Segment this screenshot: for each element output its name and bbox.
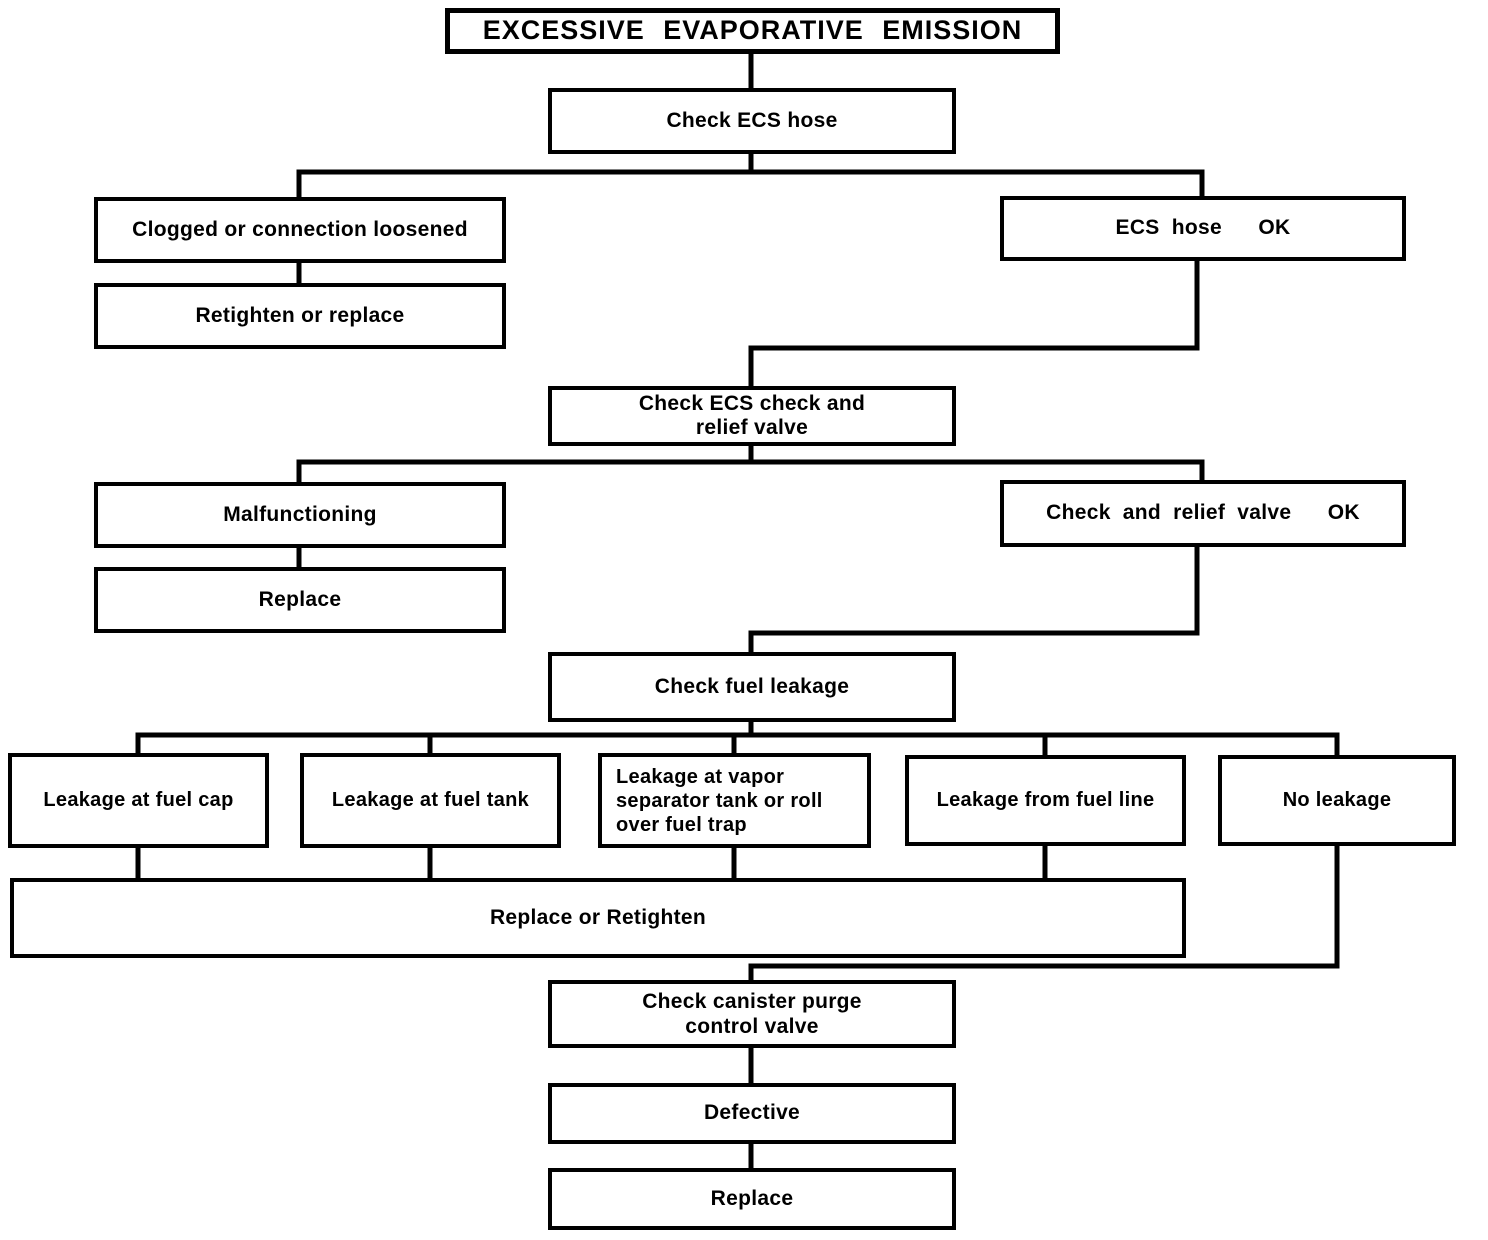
flow-node-ecs-hose-ok: ECS hose OK xyxy=(1000,196,1406,261)
flow-node-clogged-or-loosened: Clogged or connection loosened xyxy=(94,197,506,263)
connector-hoseok-to-checkvalve xyxy=(748,258,1200,389)
flow-node-title: EXCESSIVE EVAPORATIVE EMISSION xyxy=(445,8,1060,54)
flow-node-replace-valve: Replace xyxy=(94,567,506,633)
flow-node-no-leakage: No leakage xyxy=(1218,755,1456,846)
flow-node-malfunctioning: Malfunctioning xyxy=(94,482,506,548)
flow-node-check-and-relief-valve-ok: Check and relief valve OK xyxy=(1000,480,1406,547)
flow-node-check-fuel-leakage: Check fuel leakage xyxy=(548,652,956,722)
flow-node-leakage-at-vapor-separator: Leakage at vapor separator tank or roll … xyxy=(598,753,871,848)
flow-node-replace-or-retighten: Replace or Retighten xyxy=(10,878,1186,958)
flow-node-leakage-from-fuel-line: Leakage from fuel line xyxy=(905,755,1186,846)
flow-node-retighten-or-replace: Retighten or replace xyxy=(94,283,506,349)
flow-node-defective: Defective xyxy=(548,1083,956,1144)
flow-node-leakage-at-fuel-cap: Leakage at fuel cap xyxy=(8,753,269,848)
flow-node-leakage-at-fuel-tank: Leakage at fuel tank xyxy=(300,753,561,848)
connector-valveok-to-leakage xyxy=(748,544,1200,655)
flow-node-check-ecs-check-and-relief-valve: Check ECS check and relief valve xyxy=(548,386,956,446)
flow-node-check-canister-purge-control-valve: Check canister purge control valve xyxy=(548,980,956,1048)
flow-node-replace-final: Replace xyxy=(548,1168,956,1230)
flow-node-check-ecs-hose: Check ECS hose xyxy=(548,88,956,154)
